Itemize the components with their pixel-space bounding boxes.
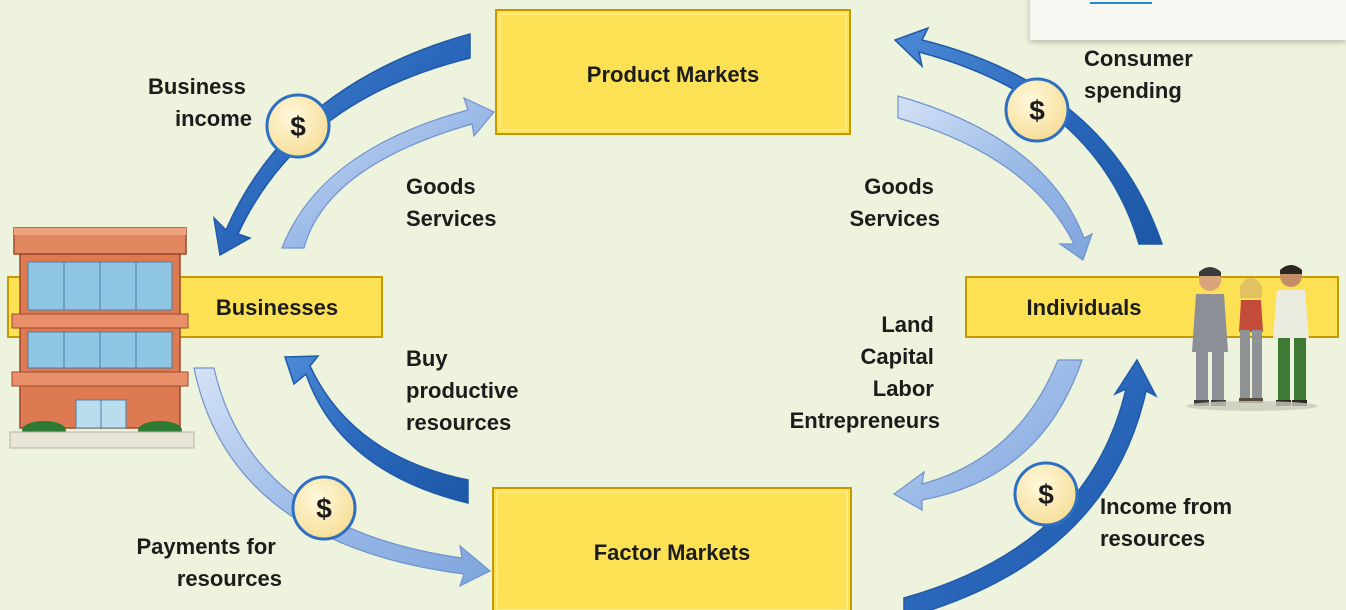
coin-payments-for-resources: $	[291, 475, 357, 541]
corner-note-panel	[1030, 0, 1346, 40]
corner-link[interactable]	[1090, 0, 1152, 4]
arrow-consumer-spending	[893, 26, 1164, 245]
arrow-buy-productive-resources	[283, 355, 469, 504]
people-group-icon	[1186, 265, 1318, 411]
product-markets-label: Product Markets	[587, 62, 759, 87]
label-land-capital-labor-entrepreneurs: Land Capital Labor Entrepreneurs	[790, 312, 940, 433]
businesses-label: Businesses	[216, 295, 338, 320]
factor-markets-label: Factor Markets	[594, 540, 751, 565]
label-income-from-resources: Income from resources	[1100, 494, 1238, 551]
arrow-goods-services-left	[281, 96, 495, 249]
product-markets-box: Product Markets	[495, 9, 851, 135]
person-2	[1239, 278, 1263, 403]
arrow-income-from-resources	[903, 358, 1158, 610]
dollar-sign: $	[1038, 479, 1054, 510]
factor-markets-box: Factor Markets	[492, 487, 852, 610]
dollar-sign: $	[290, 111, 306, 142]
label-goods-services-left: Goods Services	[406, 174, 497, 231]
dollar-sign: $	[1029, 95, 1045, 126]
individuals-label: Individuals	[1027, 295, 1142, 320]
arrow-business-income	[212, 33, 471, 257]
label-buy-productive-resources: Buy productive resources	[406, 346, 525, 435]
label-business-income: Business income	[148, 74, 252, 131]
person-1	[1192, 267, 1228, 406]
coin-consumer-spending: $	[1004, 77, 1070, 143]
arrow-payments-for-resources	[193, 367, 492, 588]
dollar-sign: $	[316, 493, 332, 524]
arrow-goods-services-right	[897, 95, 1094, 261]
office-building-icon	[9, 227, 195, 449]
coin-income-from-resources: $	[1013, 461, 1079, 527]
coin-business-income: $	[265, 93, 331, 159]
arrow-land-capital-labor	[892, 359, 1083, 512]
label-consumer-spending: Consumer spending	[1084, 46, 1199, 103]
label-goods-services-right: Goods Services	[849, 174, 940, 231]
label-payments-for-resources: Payments for resources	[136, 534, 282, 591]
